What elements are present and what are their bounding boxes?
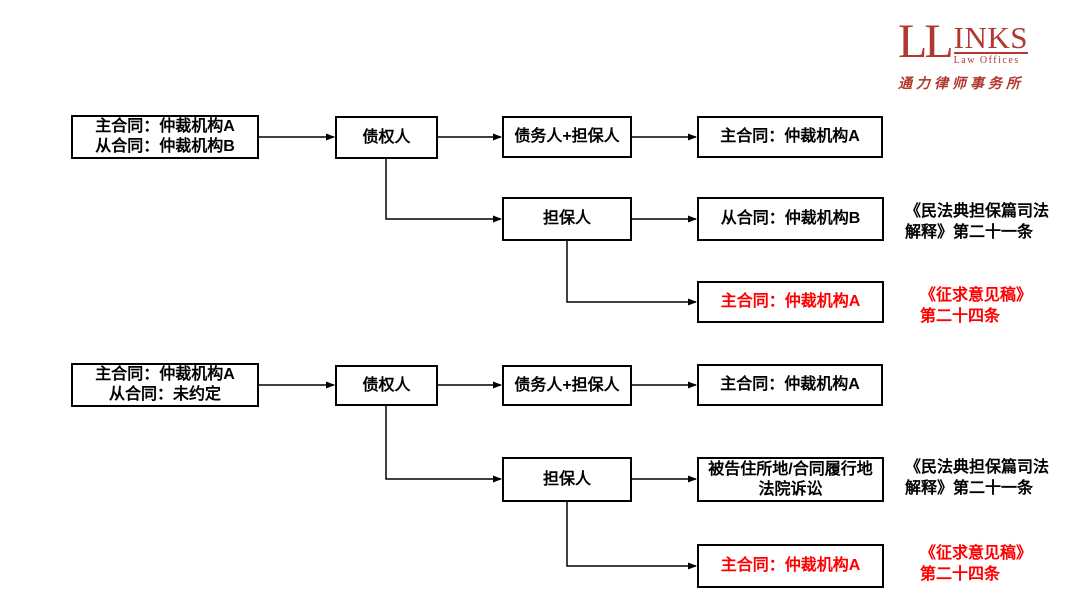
s2-main-outcome-box: 主合同：仲裁机构A [697,364,883,406]
s1-source-box: 主合同：仲裁机构A 从合同：仲裁机构B [71,115,259,159]
s2-creditor-label: 债权人 [362,376,411,394]
logo-inks-letters: INKS [953,20,1028,55]
s1-debtor-guarantor-box: 债务人+担保人 [502,116,632,158]
s1-elbow-guarantor-red [566,241,697,306]
s1-main-outcome-label: 主合同：仲裁机构A [720,128,860,145]
llinks-wordmark: LL INKS Law Offices [898,15,1038,68]
s1-guarantor-outcome-box: 从合同：仲裁机构B [697,197,884,241]
s2-guarantor-outcome-line2: 法院诉讼 [758,480,823,498]
logo-ll-letters: LL [898,15,954,68]
s1-annotation-draft: 《征求意见稿》 第二十四条 [920,285,1032,327]
s2-elbow-guarantor-red [566,502,697,570]
logo-law-offices-text: Law Offices [953,52,1028,66]
s1-debtor-guarantor-label: 债务人+担保人 [514,128,620,145]
s2-guarantor-label: 担保人 [542,470,591,488]
s1-red-outcome-label: 主合同：仲裁机构A [720,293,861,310]
s2-source-line1: 主合同：仲裁机构A [95,366,235,383]
s1-main-outcome-box: 主合同：仲裁机构A [697,116,883,158]
s1-annotation-red-line1: 《征求意见稿》 [920,287,1033,304]
s1-creditor-label: 债权人 [362,128,411,146]
s2-guarantor-outcome-box: 被告住所地/合同履行地 法院诉讼 [697,457,884,502]
s1-annotation-red-line2: 第二十四条 [920,308,1001,325]
s1-guarantor-label: 担保人 [542,210,591,227]
s2-creditor-box: 债权人 [335,365,438,406]
s2-guarantor-outcome-line1: 被告住所地/合同履行地 [708,460,873,478]
s1-annotation-black-line2: 解释》第二十一条 [905,224,1034,241]
s2-red-outcome-label: 主合同：仲裁机构A [720,557,861,574]
s2-annotation-draft: 《征求意见稿》 第二十四条 [920,543,1032,585]
s2-red-outcome-box: 主合同：仲裁机构A [697,544,884,588]
s1-elbow-creditor-guarantor [385,159,502,223]
s1-guarantor-box: 担保人 [502,197,632,241]
s1-annotation-black-line1: 《民法典担保篇司法 [905,203,1050,220]
s2-guarantor-box: 担保人 [502,457,632,502]
s2-annotation-judicial-interpretation: 《民法典担保篇司法 解释》第二十一条 [905,457,1049,499]
s2-annotation-red-line2: 第二十四条 [920,566,1001,583]
s1-source-line1: 主合同：仲裁机构A [95,118,235,135]
logo-right-block: INKS Law Offices [953,20,1028,66]
s2-main-outcome-label: 主合同：仲裁机构A [720,376,860,393]
s1-source-line2: 从合同：仲裁机构B [95,138,235,155]
s2-annotation-black-line2: 解释》第二十一条 [905,480,1034,497]
s2-elbow-creditor-guarantor [385,406,502,483]
llinks-logo: LL INKS Law Offices 通力律师事务所 [898,15,1038,93]
s2-source-box: 主合同：仲裁机构A 从合同：未约定 [71,363,259,407]
s1-creditor-box: 债权人 [335,116,438,159]
s2-source-line2: 从合同：未约定 [108,386,221,403]
s2-annotation-black-line1: 《民法典担保篇司法 [905,459,1050,476]
s1-guarantor-outcome-label: 从合同：仲裁机构B [720,210,861,227]
logo-chinese-name: 通力律师事务所 [898,75,1024,92]
s2-annotation-red-line1: 《征求意见稿》 [920,545,1033,562]
s1-red-outcome-box: 主合同：仲裁机构A [697,281,884,323]
s2-debtor-guarantor-label: 债务人+担保人 [514,376,620,394]
s1-annotation-judicial-interpretation: 《民法典担保篇司法 解释》第二十一条 [905,201,1049,243]
s2-debtor-guarantor-box: 债务人+担保人 [502,365,632,406]
